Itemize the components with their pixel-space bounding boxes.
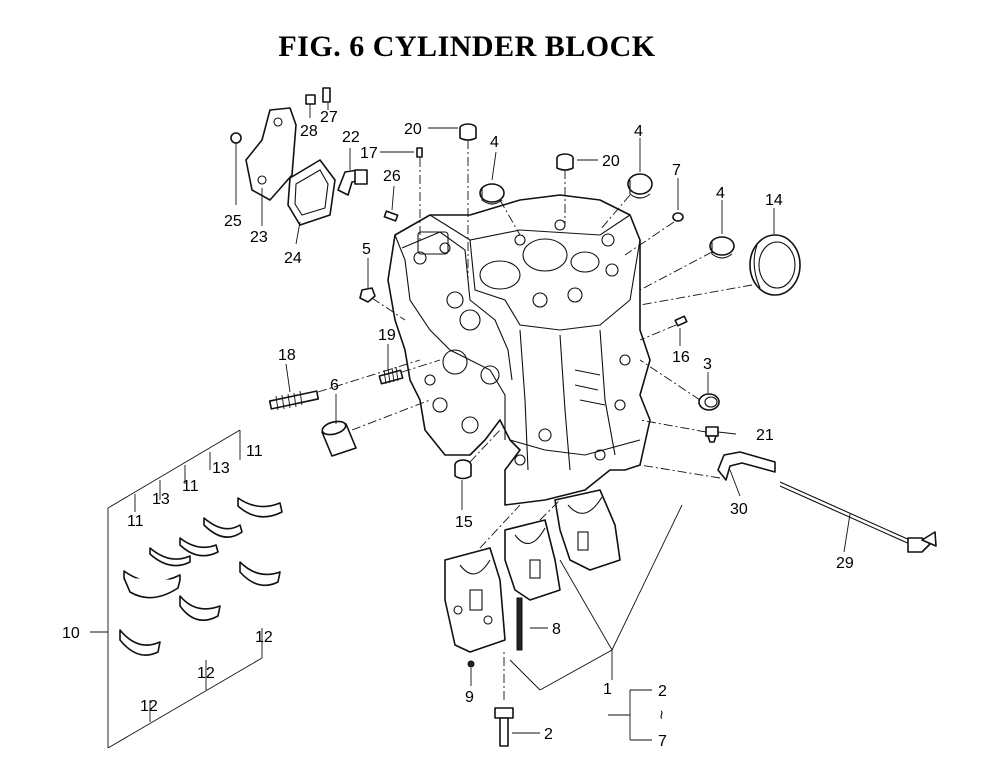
callout-9: 9	[465, 689, 474, 706]
callout-17: 17	[360, 145, 378, 162]
callout-23: 23	[250, 229, 268, 246]
callout-26: 26	[383, 168, 401, 185]
pin	[383, 210, 399, 222]
bearing-shell-set	[119, 497, 283, 656]
bearing-cap-2	[504, 519, 561, 601]
callout-16: 16	[672, 349, 690, 366]
range-tilde: ~	[652, 710, 669, 719]
callout-4: 4	[490, 134, 499, 151]
callout-labels: 1 2 3 4 4 4 5 6 7 8 9 10 11 11 11 12 12 …	[62, 109, 854, 750]
callout-4: 4	[716, 185, 725, 202]
callout-28: 28	[300, 123, 318, 140]
callout-18: 18	[278, 347, 296, 364]
callout-11: 11	[182, 478, 199, 495]
callout-2: 2	[544, 726, 553, 743]
long-stud	[268, 390, 320, 411]
small-plug-7	[672, 212, 684, 222]
callout-12: 12	[255, 629, 273, 646]
dowel-pin	[674, 315, 688, 327]
callout-1: 1	[603, 681, 612, 698]
stud-19	[378, 366, 404, 385]
callout-11: 11	[127, 513, 144, 530]
bearing-cap-1	[444, 547, 506, 653]
callout-10: 10	[62, 625, 80, 642]
cup-plug	[698, 393, 720, 411]
washer	[467, 660, 475, 668]
callout-8: 8	[552, 621, 561, 638]
dipstick	[779, 481, 937, 553]
callout-12: 12	[140, 698, 158, 715]
range-from: 2	[658, 683, 667, 700]
callout-27: 27	[320, 109, 338, 126]
callout-21: 21	[756, 427, 774, 444]
callout-15: 15	[455, 514, 473, 531]
small-bushing	[454, 459, 472, 480]
expansion-plug-3	[709, 236, 735, 259]
callout-13: 13	[212, 460, 230, 477]
bushing	[321, 420, 357, 457]
small-plug	[416, 147, 423, 158]
callout-12: 12	[197, 665, 215, 682]
callout-24: 24	[284, 250, 302, 267]
callout-3: 3	[703, 356, 712, 373]
bolt	[230, 132, 242, 205]
callout-11: 11	[246, 443, 263, 460]
hex-plug	[359, 287, 376, 303]
oil-seal	[749, 234, 801, 296]
stud	[322, 87, 331, 103]
callout-20: 20	[602, 153, 620, 170]
callout-6: 6	[330, 377, 339, 394]
cap-bolt	[494, 707, 514, 747]
leader-lines	[90, 102, 851, 749]
callout-19: 19	[378, 327, 396, 344]
long-bolt	[516, 597, 523, 651]
callout-7: 7	[672, 162, 681, 179]
callout-13: 13	[152, 491, 170, 508]
callout-20: 20	[404, 121, 422, 138]
callout-25: 25	[224, 213, 242, 230]
callout-5: 5	[362, 241, 371, 258]
callout-14: 14	[765, 192, 783, 209]
callout-29: 29	[836, 555, 854, 572]
nut	[305, 94, 316, 105]
drain-plug	[705, 426, 719, 443]
bearing-cap-3	[554, 489, 621, 571]
expansion-plug-2	[627, 173, 653, 199]
diagram-title: FIG. 6 CYLINDER BLOCK	[278, 30, 656, 63]
dipstick-guide	[717, 451, 776, 481]
range-to: 7	[658, 733, 667, 750]
callout-22: 22	[342, 129, 360, 146]
callout-4: 4	[634, 123, 643, 140]
expansion-plug-1	[479, 183, 505, 205]
callout-30: 30	[730, 501, 748, 518]
cover-plate	[245, 107, 297, 201]
cylinder-block	[387, 194, 651, 506]
